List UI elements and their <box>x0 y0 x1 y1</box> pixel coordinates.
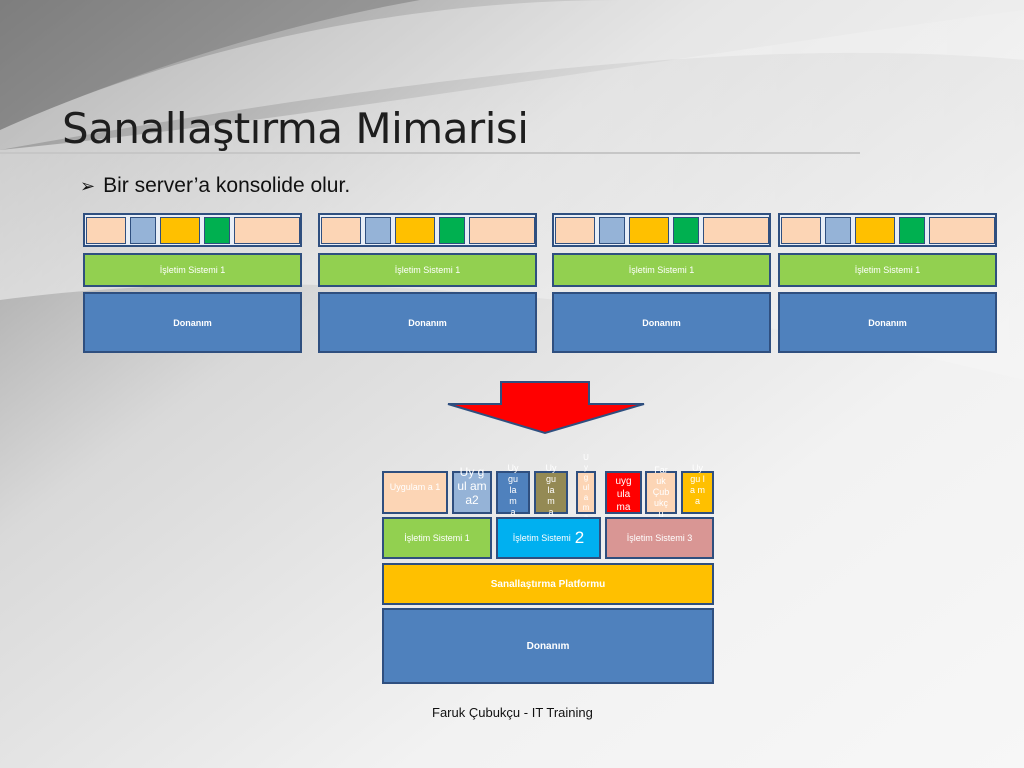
virtualization-platform-label: Sanallaştırma Platformu <box>490 578 606 590</box>
footer-text: Faruk Çubukçu - IT Training <box>432 705 593 720</box>
server-apps-row <box>552 213 771 247</box>
vm-app-peach-label: Far uk Çub ukç u <box>652 465 670 519</box>
title-divider <box>0 152 860 154</box>
app-block <box>555 217 595 244</box>
server-apps-row <box>83 213 302 247</box>
vm-app-red-label: uyg ula ma <box>615 476 632 513</box>
server-apps-row <box>318 213 537 247</box>
server-os: İşletim Sistemi 1 <box>318 253 537 287</box>
bullet-arrow-icon: ➢ <box>80 176 96 196</box>
server-stack: İşletim Sistemi 1 Donanım <box>318 213 537 353</box>
app-block <box>825 217 851 244</box>
vm-app-blue: Uy gu la m a <box>496 463 530 517</box>
app-block <box>899 217 925 244</box>
app-block <box>703 217 769 244</box>
app-block <box>160 217 200 244</box>
app-block <box>204 217 230 244</box>
server-os: İşletim Sistemi 1 <box>83 253 302 287</box>
vm-app-narrow-label: U y g ul a m a <box>582 453 590 522</box>
server-hardware: Donanım <box>318 292 537 353</box>
server-os: İşletim Sistemi 1 <box>778 253 997 287</box>
server-os: İşletim Sistemi 1 <box>552 253 771 287</box>
page-title: Sanallaştırma Mimarisi <box>62 104 529 153</box>
app-block <box>629 217 669 244</box>
virtualization-platform: Sanallaştırma Platformu <box>382 563 714 605</box>
app-block <box>469 217 535 244</box>
vm-app-1: Uygulam a 1 <box>382 471 448 514</box>
app-block <box>673 217 699 244</box>
app-block <box>86 217 126 244</box>
vm-os-3: İşletim Sistemi 3 <box>605 517 714 559</box>
vm-app-yellow-label: Uy gu la m a <box>689 463 705 506</box>
vm-os-2: İşletim Sistemi 2 <box>496 517 601 559</box>
server-hardware: Donanım <box>778 292 997 353</box>
app-block <box>365 217 391 244</box>
server-hardware: Donanım <box>552 292 771 353</box>
vm-os-2-label: İşletim Sistemi <box>512 532 571 543</box>
vm-app-peach: Far uk Çub ukç u <box>645 465 677 519</box>
vm-app-1-label: Uygulam a 1 <box>389 482 441 492</box>
vm-app-olive-label: Uy gu la m a <box>545 463 557 517</box>
server-stack: İşletim Sistemi 1 Donanım <box>552 213 771 353</box>
app-block <box>599 217 625 244</box>
vm-os-3-label: İşletim Sistemi 3 <box>626 532 693 543</box>
consolidation-arrow-icon <box>447 381 645 435</box>
vm-app-blue-label: Uy gu la m a <box>507 463 519 517</box>
vm-os-2-number: 2 <box>574 528 585 547</box>
vm-app-narrow: U y g ul a m a <box>576 453 596 522</box>
server-hardware: Donanım <box>83 292 302 353</box>
vm-app-yellow: Uy gu la m a <box>681 463 714 514</box>
app-block <box>781 217 821 244</box>
server-stack: İşletim Sistemi 1 Donanım <box>778 213 997 353</box>
app-block <box>130 217 156 244</box>
app-block <box>321 217 361 244</box>
vm-os-1: İşletim Sistemi 1 <box>382 517 492 559</box>
app-block <box>234 217 300 244</box>
app-block <box>929 217 995 244</box>
app-block <box>439 217 465 244</box>
consolidated-hardware: Donanım <box>382 608 714 684</box>
vm-os-1-label: İşletim Sistemi 1 <box>404 532 470 543</box>
consolidated-hardware-label: Donanım <box>526 640 570 652</box>
server-stack: İşletim Sistemi 1 Donanım <box>83 213 302 353</box>
app-block <box>395 217 435 244</box>
bullet-point: ➢ Bir server’a konsolide olur. <box>80 174 350 198</box>
vm-app-2-label: Uy gul am a2 <box>457 465 487 507</box>
app-block <box>855 217 895 244</box>
bullet-text: Bir server’a konsolide olur. <box>103 174 351 197</box>
vm-app-red: uyg ula ma <box>605 471 642 514</box>
vm-app-olive: Uy gu la m a <box>534 463 568 517</box>
server-apps-row <box>778 213 997 247</box>
vm-app-2: Uy gul am a2 <box>452 465 492 514</box>
